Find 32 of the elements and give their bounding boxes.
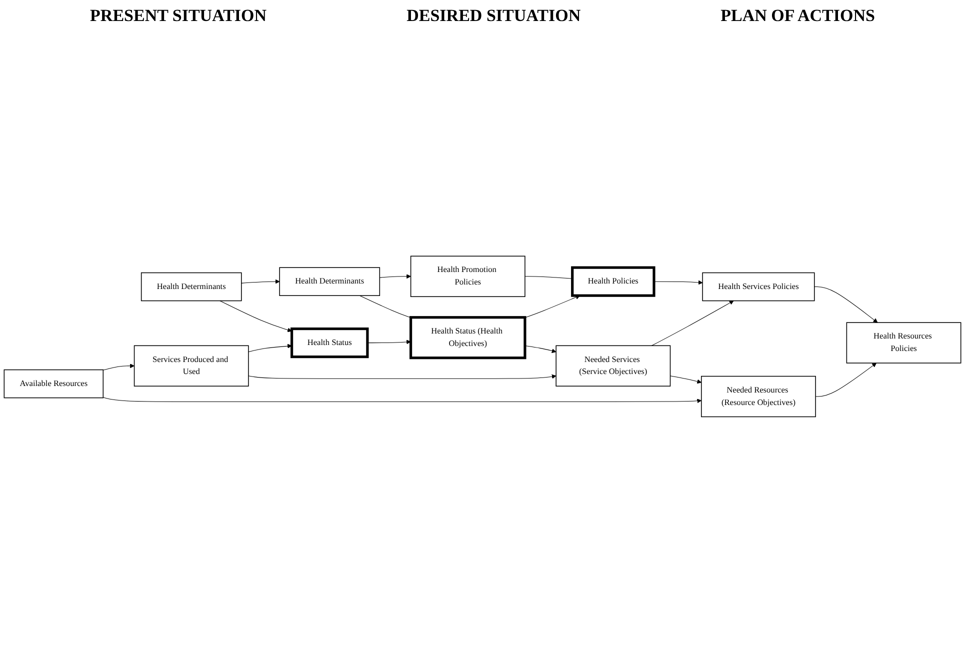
arrow bbox=[220, 300, 292, 332]
node-box: Health Status (Health Objectives) bbox=[410, 316, 526, 359]
arrow bbox=[102, 396, 702, 403]
node-box: Health Resources Policies bbox=[846, 322, 962, 363]
column-heading: PLAN OF ACTIONS bbox=[720, 6, 875, 26]
connector bbox=[359, 294, 412, 318]
arrow bbox=[241, 278, 280, 284]
node-box: Needed Resources (Resource Objectives) bbox=[701, 375, 816, 417]
connector bbox=[524, 276, 573, 278]
arrow bbox=[379, 274, 411, 278]
column-heading: PRESENT SITUATION bbox=[90, 6, 267, 26]
node-box: Available Resources bbox=[4, 368, 104, 398]
node-box: Services Produced and Used bbox=[134, 344, 249, 386]
arrow bbox=[654, 280, 703, 284]
node-box: Needed Services (Service Objectives) bbox=[556, 344, 671, 386]
arrow bbox=[815, 362, 877, 396]
node-box: Health Policies bbox=[571, 266, 656, 296]
arrow bbox=[524, 294, 580, 318]
node-box: Health Status bbox=[290, 327, 369, 358]
arrow bbox=[248, 343, 292, 352]
arrow bbox=[102, 363, 134, 370]
node-box: Health Services Policies bbox=[702, 272, 815, 301]
arrow bbox=[524, 345, 556, 353]
arrow bbox=[248, 374, 556, 378]
arrow bbox=[814, 286, 878, 322]
node-box: Health Promotion Policies bbox=[410, 255, 526, 297]
arrow bbox=[651, 300, 734, 346]
node-box: Health Determinants bbox=[279, 266, 380, 296]
node-box: Health Determinants bbox=[140, 272, 242, 301]
arrow bbox=[670, 375, 702, 384]
arrow bbox=[367, 339, 411, 344]
column-heading: DESIRED SITUATION bbox=[406, 6, 581, 26]
